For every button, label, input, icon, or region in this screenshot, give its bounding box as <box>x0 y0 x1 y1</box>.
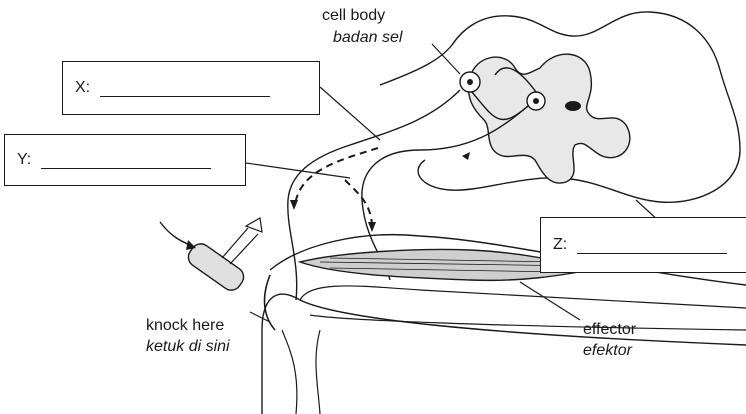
effector-label-ms: efektor <box>583 341 632 360</box>
box-z-answer-line[interactable] <box>577 237 727 254</box>
tibia <box>282 330 320 414</box>
box-x-letter: X: <box>75 79 90 97</box>
reflex-hammer-icon <box>185 218 262 294</box>
femur <box>300 286 746 330</box>
cell-body-label: cell body <box>322 6 385 25</box>
x-leader-line <box>320 87 380 140</box>
leg-outline-lower <box>262 294 746 414</box>
cell-body-nucleus <box>467 79 473 85</box>
box-y-letter: Y: <box>17 151 31 169</box>
knock-arrow <box>160 222 192 246</box>
dashed-motor-arrow <box>345 180 372 228</box>
label-box-x[interactable]: X: <box>62 61 320 115</box>
cell-body-label-ms: badan sel <box>333 28 402 47</box>
label-box-z[interactable]: Z: <box>540 217 746 273</box>
label-box-y[interactable]: Y: <box>4 134 246 186</box>
box-x-answer-line[interactable] <box>100 80 270 97</box>
box-z-letter: Z: <box>553 236 567 254</box>
arrowhead <box>368 222 376 232</box>
arrowhead <box>290 200 298 210</box>
relay-neuron-nucleus <box>533 98 539 104</box>
arrowhead <box>462 152 470 160</box>
box-y-answer-line[interactable] <box>41 152 211 169</box>
central-canal <box>565 101 581 111</box>
effector-pointer <box>520 282 580 320</box>
effector-label: effector <box>583 320 636 339</box>
knock-here-label-ms: ketuk di sini <box>146 337 230 356</box>
grey-matter <box>469 54 630 183</box>
knock-here-label: knock here <box>146 316 224 335</box>
